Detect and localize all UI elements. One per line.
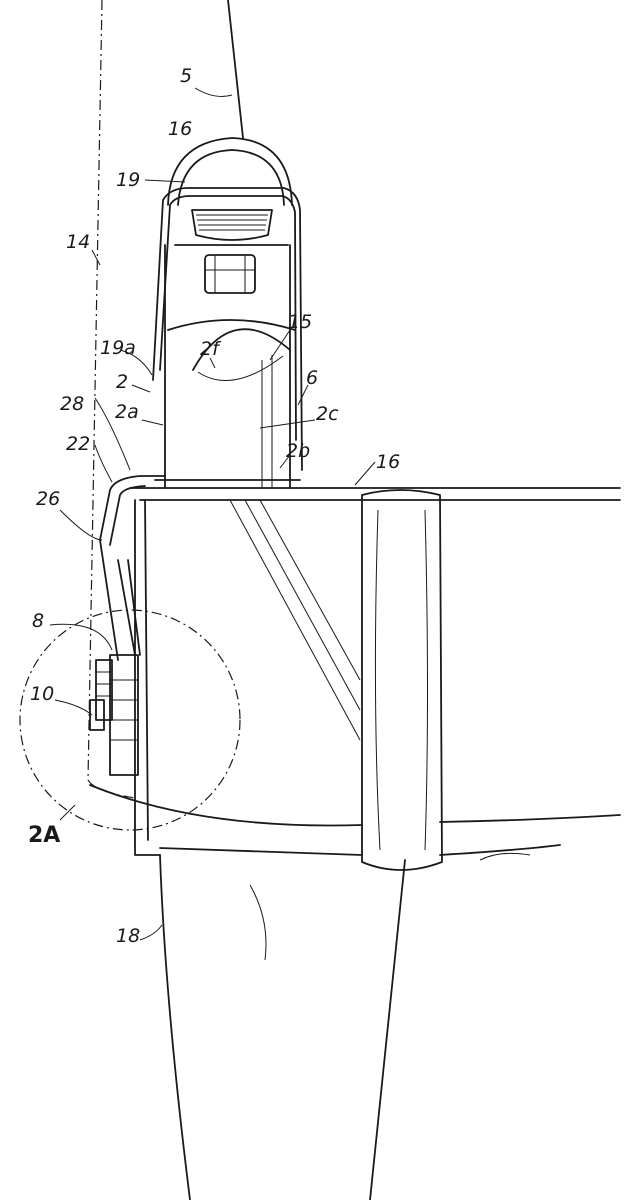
label-2c: 2c [316,403,339,425]
label-19: 19 [116,169,140,191]
label-26: 26 [36,488,60,510]
label-5: 5 [180,65,192,87]
label-22: 22 [66,433,90,455]
label-19a: 19a [100,337,136,359]
sensor-device [89,654,139,776]
label-2b: 2b [286,440,310,462]
label-28: 28 [60,393,84,415]
label-10: 10 [30,683,54,705]
label-16-cap: 16 [168,118,192,140]
belt [89,487,621,871]
bracket [99,475,166,661]
body-outline [227,0,244,139]
label-8: 8 [32,610,44,632]
label-18: 18 [116,925,140,947]
label-15: 15 [288,311,312,333]
label-2: 2 [116,371,128,393]
detail-circle-2A [19,609,241,831]
label-14: 14 [66,231,90,253]
label-2a: 2a [115,401,139,423]
leader-lines [49,87,376,941]
leg [159,852,531,1200]
label-2A: 2A [28,823,60,848]
reference-line-14 [87,0,136,799]
clip-device [152,137,303,489]
label-6: 6 [306,367,318,389]
label-2f: 2f [200,338,222,360]
label-16-belt: 16 [376,451,400,473]
